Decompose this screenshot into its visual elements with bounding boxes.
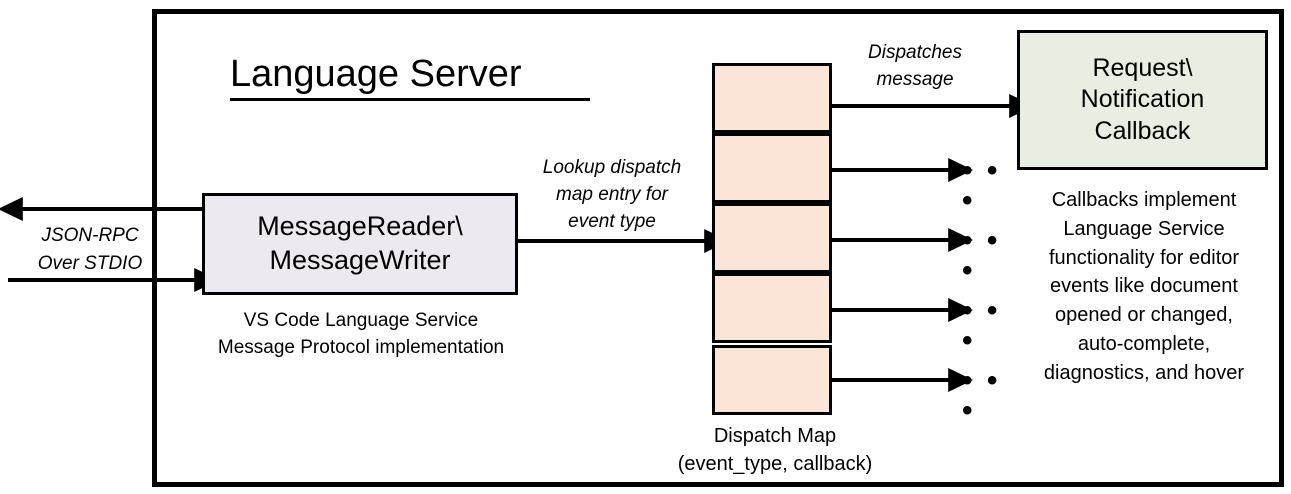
ellipsis-marker: • • • [962,294,1001,357]
diagram-title: Language Server [230,53,590,101]
dispatch-map-cell[interactable] [712,203,832,273]
language-server-frame [152,9,1284,487]
message-reader-writer-caption: VS Code Language Service Message Protoco… [217,310,505,358]
request-notification-callback-box[interactable]: Request\ Notification Callback [1017,30,1268,170]
dispatch-map-cell[interactable] [712,133,832,203]
json-rpc-channel-label: JSON-RPC Over STDIO [37,225,143,274]
request-notification-callback-label: Request\ Notification Callback [1080,53,1205,145]
ellipsis-marker: • • • [962,154,1001,217]
ellipsis-marker: • • • [962,364,1001,427]
callback-description-caption: Callbacks implement Language Service fun… [1043,189,1245,384]
message-reader-writer-box[interactable]: MessageReader\ MessageWriter [202,193,518,295]
dispatch-map-caption: Dispatch Map (event_type, callback) [677,425,873,475]
dispatches-message-label: Dispatches message [868,42,962,90]
dispatch-map-cell[interactable] [712,63,832,133]
ellipsis-marker: • • • [962,224,1001,287]
dispatch-map-cell[interactable] [712,273,832,343]
dispatch-map-cell[interactable] [712,345,832,415]
lookup-dispatch-label: Lookup dispatch map entry for event type [542,157,682,232]
message-reader-writer-label: MessageReader\ MessageWriter [257,211,463,275]
